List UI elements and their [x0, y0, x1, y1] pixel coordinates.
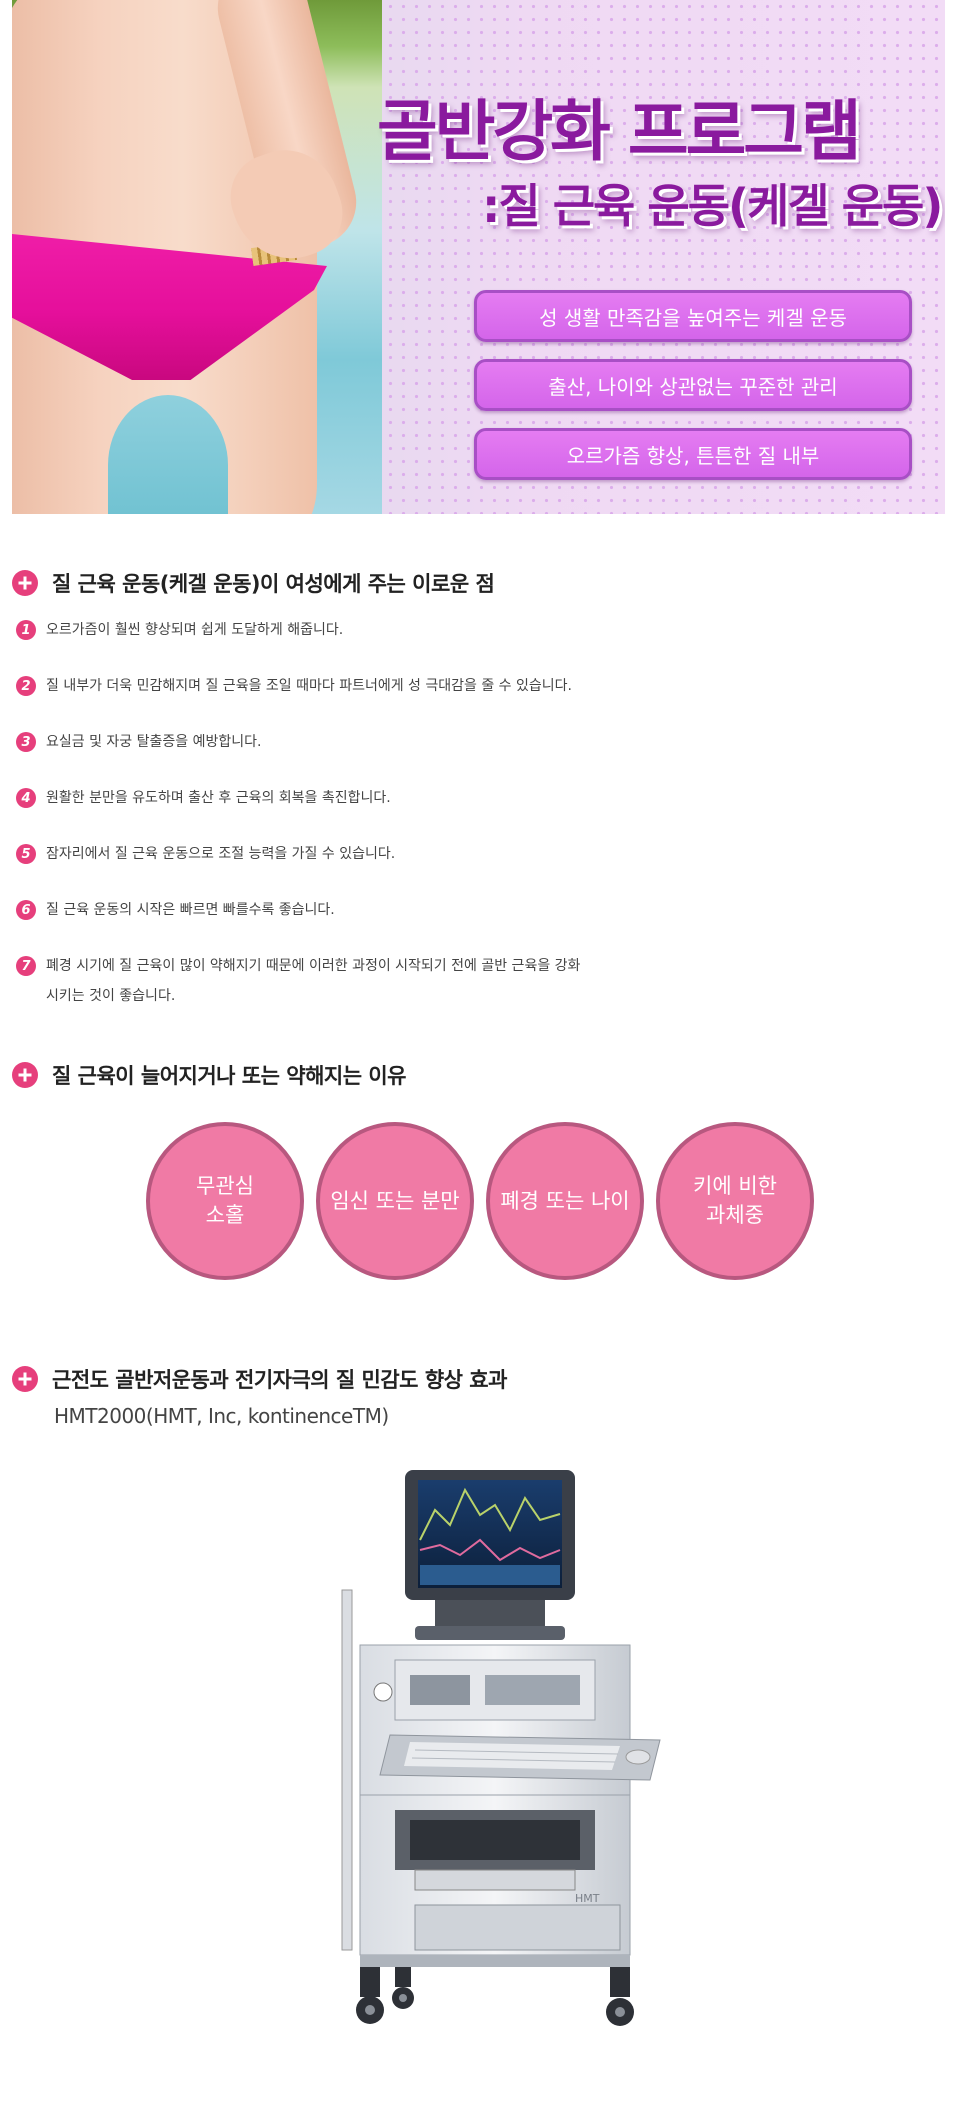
benefit-item: 6 질 근육 운동의 시작은 빠르면 빠를수록 좋습니다.: [16, 900, 335, 925]
section-title: 질 근육 운동(케겔 운동)이 여성에게 주는 이로운 점: [52, 572, 495, 596]
benefit-text: 원활한 분만을 유도하며 출산 후 근육의 회복을 촉진합니다.: [46, 790, 391, 806]
benefit-text: 질 근육 운동의 시작은 빠르면 빠를수록 좋습니다.: [46, 902, 335, 918]
number-3-icon: 3: [16, 732, 36, 752]
hero-banner: 골반강화 프로그램 :질 근육 운동(케겔 운동) 성 생활 만족감을 높여주는…: [12, 0, 945, 514]
benefit-item: 3 요실금 및 자궁 탈출증을 예방합니다.: [16, 732, 261, 757]
number-1-icon: 1: [16, 620, 36, 640]
device-caption: HMT2000(HMT, Inc, kontinenceTM): [54, 1404, 389, 1428]
benefit-text: 오르가즘이 훨씬 향상되며 쉽게 도달하게 해줍니다.: [46, 622, 344, 638]
plus-icon: [12, 1062, 38, 1088]
benefit-item: 2 질 내부가 더욱 민감해지며 질 근육을 조일 때마다 파트너에게 성 극대…: [16, 676, 572, 701]
section-title: 근전도 골반저운동과 전기자극의 질 민감도 향상 효과: [52, 1368, 507, 1392]
number-6-icon: 6: [16, 900, 36, 920]
benefit-item: 5 잠자리에서 질 근육 운동으로 조절 능력을 가질 수 있습니다.: [16, 844, 395, 869]
plus-icon: [12, 1366, 38, 1392]
benefit-text: 폐경 시기에 질 근육이 많이 약해지기 때문에 이러한 과정이 시작되기 전에…: [46, 958, 581, 1004]
background-pool: [108, 395, 228, 514]
benefit-text: 요실금 및 자궁 탈출증을 예방합니다.: [46, 734, 262, 750]
device-logo: HMT: [575, 1892, 600, 1905]
hero-pill-2: 출산, 나이와 상관없는 꾸준한 관리: [474, 359, 912, 411]
section-device-header: 근전도 골반저운동과 전기자극의 질 민감도 향상 효과: [12, 1364, 507, 1394]
benefit-text: 질 내부가 더욱 민감해지며 질 근육을 조일 때마다 파트너에게 성 극대감을…: [46, 678, 572, 694]
number-4-icon: 4: [16, 788, 36, 808]
hero-photo: [12, 0, 382, 514]
reason-circle-1: 무관심 소홀: [146, 1122, 304, 1280]
hero-title: 골반강화 프로그램: [377, 93, 862, 170]
section-title: 질 근육이 늘어지거나 또는 약해지는 이유: [52, 1064, 407, 1088]
plus-icon: [12, 570, 38, 596]
benefit-text: 잠자리에서 질 근육 운동으로 조절 능력을 가질 수 있습니다.: [46, 846, 396, 862]
hero-pill-3: 오르가즘 향상, 튼튼한 질 내부: [474, 428, 912, 480]
reason-circle-2: 임신 또는 분만: [316, 1122, 474, 1280]
reason-circle-3: 폐경 또는 나이: [486, 1122, 644, 1280]
hmt2000-device-image: HMT: [341, 1470, 661, 2026]
benefit-item: 4 원활한 분만을 유도하며 출산 후 근육의 회복을 촉진합니다.: [16, 788, 391, 813]
section-benefits-header: 질 근육 운동(케겔 운동)이 여성에게 주는 이로운 점: [12, 568, 495, 598]
reason-circle-4: 키에 비한 과체중: [656, 1122, 814, 1280]
hero-pill-1: 성 생활 만족감을 높여주는 케겔 운동: [474, 290, 912, 342]
benefit-item: 7 폐경 시기에 질 근육이 많이 약해지기 때문에 이러한 과정이 시작되기 …: [16, 956, 586, 1011]
section-reasons-header: 질 근육이 늘어지거나 또는 약해지는 이유: [12, 1060, 407, 1090]
hero-subtitle: :질 근육 운동(케겔 운동): [482, 179, 943, 233]
number-5-icon: 5: [16, 844, 36, 864]
benefit-item: 1 오르가즘이 훨씬 향상되며 쉽게 도달하게 해줍니다.: [16, 620, 343, 645]
number-2-icon: 2: [16, 676, 36, 696]
number-7-icon: 7: [16, 956, 36, 976]
